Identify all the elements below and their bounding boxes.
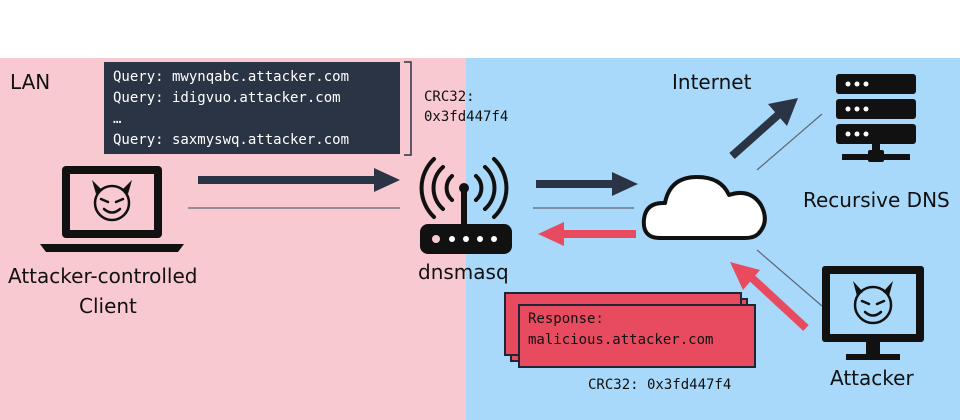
- query-crc-label: CRC32:: [424, 89, 475, 105]
- query-list-box: Query: mwynqabc.attacker.com Query: idig…: [104, 62, 400, 154]
- lan-label: LAN: [10, 70, 51, 94]
- client-label-line2: Client: [79, 294, 137, 318]
- router-label: dnsmasq: [418, 260, 509, 284]
- cloud-attacker-line: [756, 249, 823, 307]
- cloud-resolver-line: [756, 113, 823, 171]
- router-icon: [419, 157, 512, 254]
- response-line-2: malicious.attacker.com: [528, 332, 714, 348]
- internet-label: Internet: [672, 70, 752, 94]
- query-bracket: [404, 61, 412, 156]
- query-line-4: Query: saxmyswq.attacker.com: [113, 132, 350, 148]
- query-line-1: Query: mwynqabc.attacker.com: [113, 69, 350, 85]
- response-card-front: Response: malicious.attacker.com: [518, 304, 756, 368]
- laptop-devil-icon: [40, 166, 184, 252]
- cloud-icon: [641, 175, 767, 240]
- query-arrow-router-cloud: [536, 172, 638, 196]
- server-rack-icon: [836, 74, 916, 162]
- query-arrow-client-router: [198, 168, 400, 192]
- query-crc-value: 0x3fd447f4: [424, 109, 509, 125]
- query-line-2: Query: idigvuo.attacker.com: [113, 90, 341, 106]
- response-crc: CRC32: 0x3fd447f4: [588, 377, 732, 393]
- response-line-1: Response:: [528, 311, 604, 327]
- monitor-devil-icon: [822, 266, 924, 360]
- client-label-line1: Attacker-controlled: [8, 264, 198, 288]
- resolver-label: Recursive DNS: [803, 188, 950, 212]
- query-line-ellipsis: …: [113, 111, 122, 127]
- response-arrow-attacker-cloud: [730, 262, 809, 331]
- response-arrow-cloud-router: [538, 222, 636, 246]
- attacker-label: Attacker: [830, 366, 914, 390]
- query-arrow-cloud-resolver: [729, 98, 798, 159]
